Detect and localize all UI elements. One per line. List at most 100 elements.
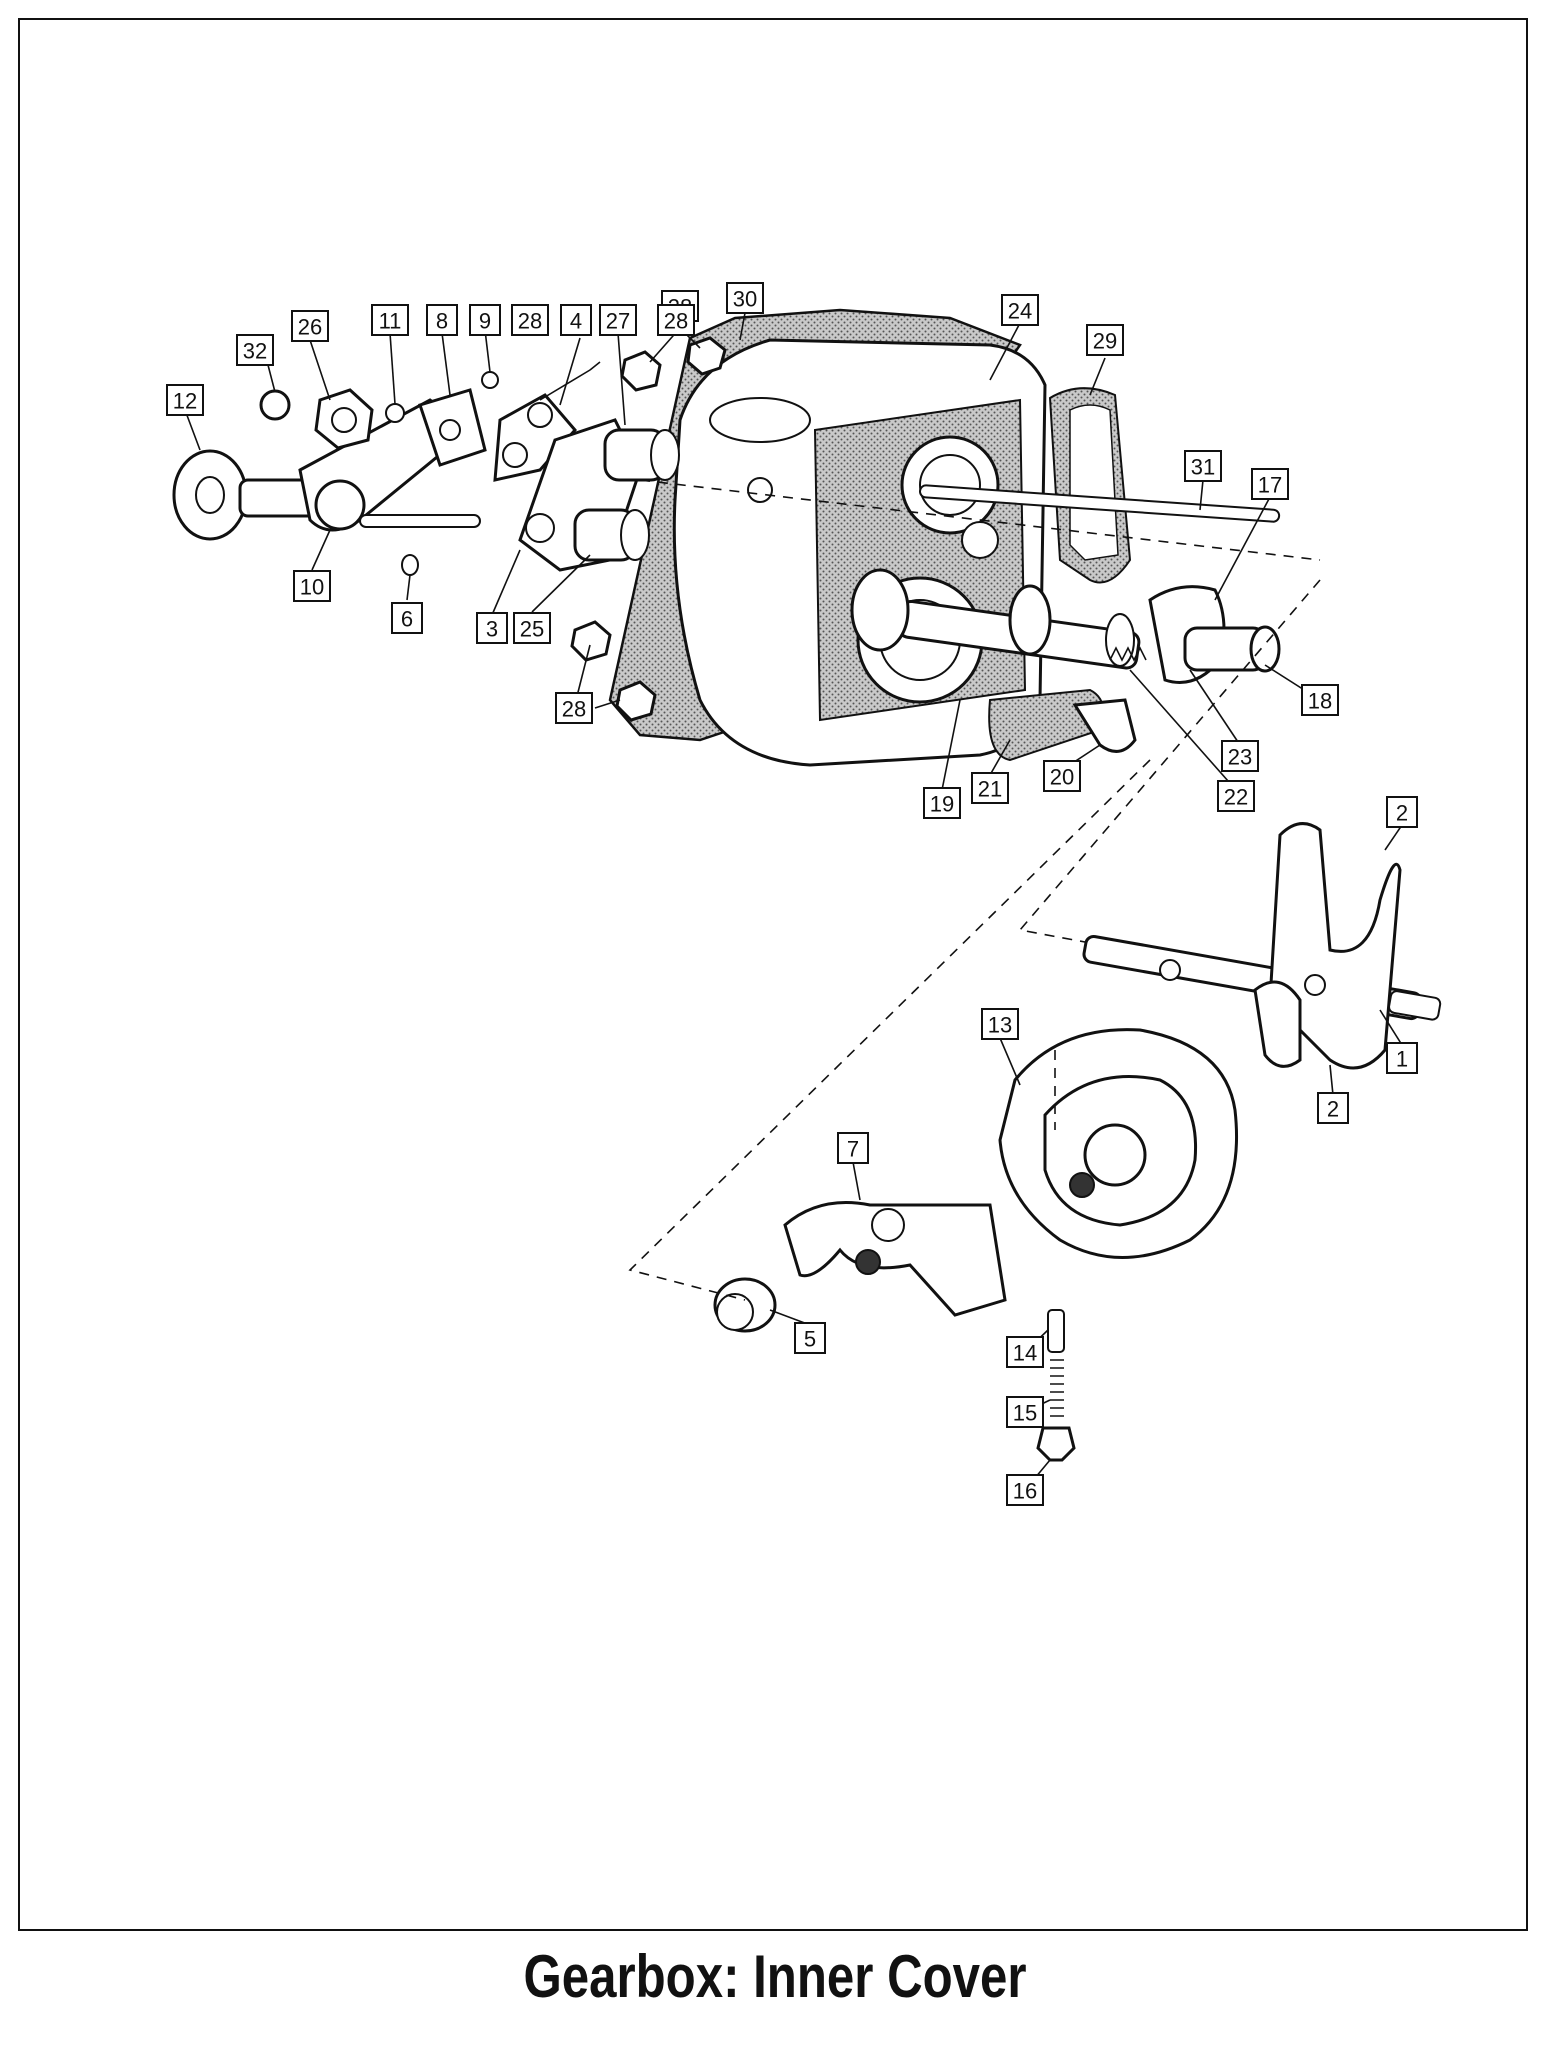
diagram-frame (18, 18, 1528, 1931)
callout-box (391, 602, 423, 634)
callout-box (293, 570, 331, 602)
callout-number: 31 (1191, 455, 1215, 480)
block-8-hole (439, 419, 461, 441)
callout-16: 16 (1006, 1474, 1044, 1506)
gasket-29-inner (1069, 404, 1119, 561)
callout-number: 10 (300, 575, 324, 600)
diagram-caption: Gearbox: Inner Cover (523, 1943, 1027, 2010)
callout-number: 8 (436, 309, 448, 334)
callout-26: 26 (291, 310, 329, 342)
callout-14: 14 (1006, 1336, 1044, 1368)
callout-box (981, 1008, 1019, 1040)
plunger-14 (1047, 1309, 1065, 1353)
callout-12: 12 (166, 384, 204, 416)
callout-22: 22 (1217, 780, 1255, 812)
callout-number: 12 (173, 389, 197, 414)
callout-number: 32 (243, 339, 267, 364)
callout-number: 26 (298, 315, 322, 340)
fork-thread (1388, 990, 1442, 1021)
spring-4 (539, 361, 601, 401)
callout-number: 11 (379, 309, 402, 334)
quadrant-7-boss (871, 1208, 905, 1242)
ball-32 (259, 389, 291, 421)
spring-22 (1109, 646, 1147, 662)
cover-boss (709, 397, 811, 443)
callout-number: 27 (606, 309, 630, 334)
callout-number: 22 (1224, 785, 1248, 810)
nut-28-c (570, 620, 612, 662)
pawl-20 (1072, 698, 1137, 753)
callout-box (166, 384, 204, 416)
callout-number: 14 (1013, 1341, 1037, 1366)
callout-box (511, 304, 549, 336)
callout-box (837, 1132, 869, 1164)
callout-23: 23 (1221, 740, 1259, 772)
leader-lines (184, 312, 1403, 1491)
nut-28-d (615, 680, 657, 722)
callout-box (469, 304, 501, 336)
callout-number: 7 (847, 1137, 859, 1162)
callout-number: 28 (664, 309, 688, 334)
callout-1: 1 (1386, 1042, 1418, 1074)
callout-box (555, 692, 593, 724)
callout-3: 3 (476, 612, 508, 644)
bush-25-end (620, 509, 650, 561)
callout-number: 4 (570, 309, 582, 334)
callout-6: 6 (391, 602, 423, 634)
callout-box (291, 310, 329, 342)
callout-number: 6 (401, 607, 413, 632)
callout-20: 20 (1043, 760, 1081, 792)
callout-15: 15 (1006, 1396, 1044, 1428)
link-plate-pin-a (502, 442, 528, 468)
callout-box (1086, 324, 1124, 356)
callout-box (371, 304, 409, 336)
callout-box (971, 772, 1009, 804)
callout-box (1006, 1396, 1044, 1428)
cover-hole (747, 477, 773, 503)
callout-number: 5 (804, 1327, 816, 1352)
callout-box (726, 282, 764, 314)
callout-10: 10 (293, 570, 331, 602)
callout-box (1317, 1092, 1349, 1124)
callout-24: 24 (1001, 294, 1039, 326)
link-plate-pin-b (527, 402, 553, 428)
callout-17: 17 (1251, 468, 1289, 500)
callout-number: 30 (733, 287, 757, 312)
callout-number: 21 (978, 777, 1002, 802)
callout-31: 31 (1184, 450, 1222, 482)
small-bore (961, 521, 999, 559)
callout-number: 19 (930, 792, 954, 817)
callout-7: 7 (837, 1132, 869, 1164)
callout-box (426, 304, 458, 336)
callout-box (1006, 1474, 1044, 1506)
callout-number: 25 (520, 617, 544, 642)
callout-box (1184, 450, 1222, 482)
rod-31 (918, 484, 1281, 523)
callout-box (923, 787, 961, 819)
callout-box (236, 334, 274, 366)
callout-number: 29 (1093, 329, 1117, 354)
callout-28: 28 (657, 304, 695, 336)
callout-box (657, 304, 695, 336)
callout-box (513, 612, 551, 644)
selector-fork-2-lower (1253, 980, 1302, 1068)
quadrant-pin (525, 513, 555, 543)
cam-lobe (850, 568, 910, 652)
lever-10-boss (314, 479, 366, 531)
plug-16 (1036, 1426, 1076, 1462)
cam-track (1043, 1075, 1198, 1227)
callout-number: 28 (562, 697, 586, 722)
callout-number: 2 (1396, 801, 1408, 826)
callout-box (794, 1322, 826, 1354)
gear-quadrant-7 (783, 1201, 1007, 1317)
callout-box (1301, 684, 1339, 716)
callout-number: 28 (518, 309, 542, 334)
callout-19: 19 (923, 787, 961, 819)
callout-30: 30 (726, 282, 764, 314)
selector-fork-2 (1268, 822, 1402, 1070)
callout-5: 5 (794, 1322, 826, 1354)
callout-number: 13 (988, 1013, 1012, 1038)
washer-6 (401, 554, 419, 576)
